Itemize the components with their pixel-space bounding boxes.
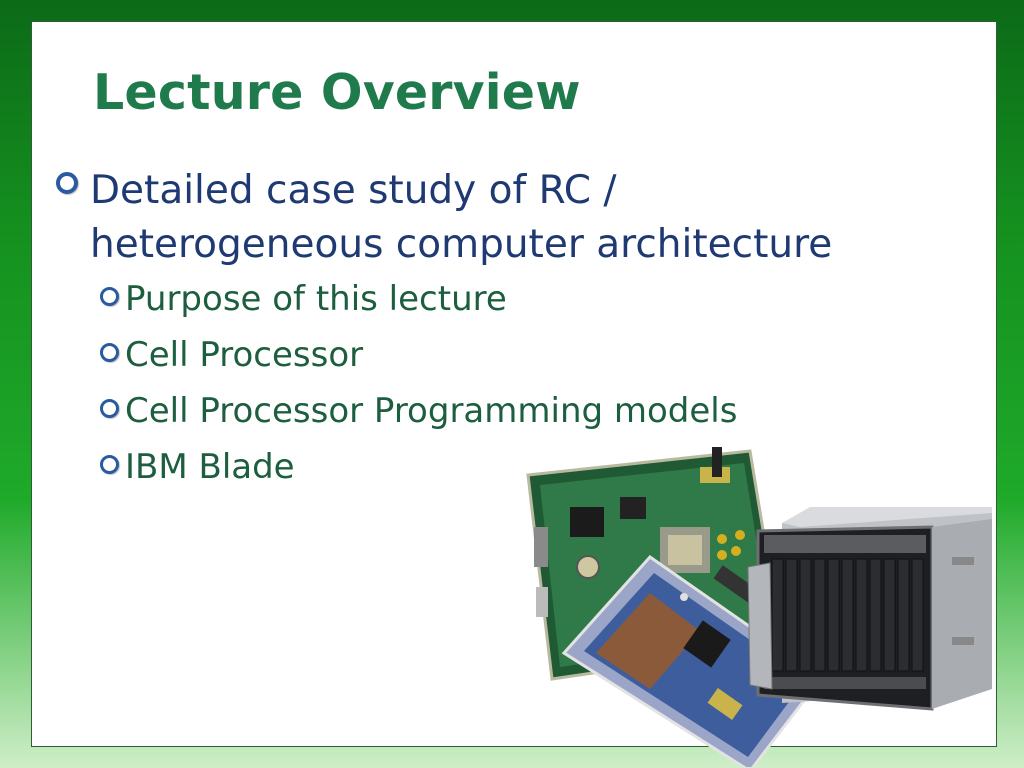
- bullet-circle-icon: [100, 399, 119, 418]
- fpga-board-blue-image: [561, 555, 825, 767]
- sub-bullet-text: Cell Processor: [125, 335, 364, 375]
- sub-bullet-text: IBM Blade: [125, 447, 295, 487]
- bullet-level1-text: Detailed case study of RC / heterogeneou…: [90, 168, 833, 267]
- bullet-circle-icon: [100, 455, 119, 474]
- sub-bullet-programming-models: Cell Processor Programming models: [100, 391, 860, 431]
- slide-title: Lecture Overview: [93, 64, 581, 121]
- sub-bullet-purpose: Purpose of this lecture: [100, 279, 860, 319]
- bullet-level1: Detailed case study of RC / heterogeneou…: [56, 164, 916, 272]
- slide-canvas: Lecture Overview Detailed case study of …: [31, 21, 997, 767]
- bullet-circle-icon: [56, 172, 78, 194]
- sub-bullet-cell-processor: Cell Processor: [100, 335, 860, 375]
- sub-bullet-ibm-blade: IBM Blade: [100, 447, 860, 487]
- bullet-circle-icon: [100, 287, 119, 306]
- sub-bullet-text: Purpose of this lecture: [125, 279, 507, 319]
- hardware-photo-collage: [526, 447, 992, 767]
- sub-bullet-text: Cell Processor Programming models: [125, 391, 738, 431]
- bullet-circle-icon: [100, 343, 119, 362]
- ibm-blade-server-image: [747, 507, 992, 711]
